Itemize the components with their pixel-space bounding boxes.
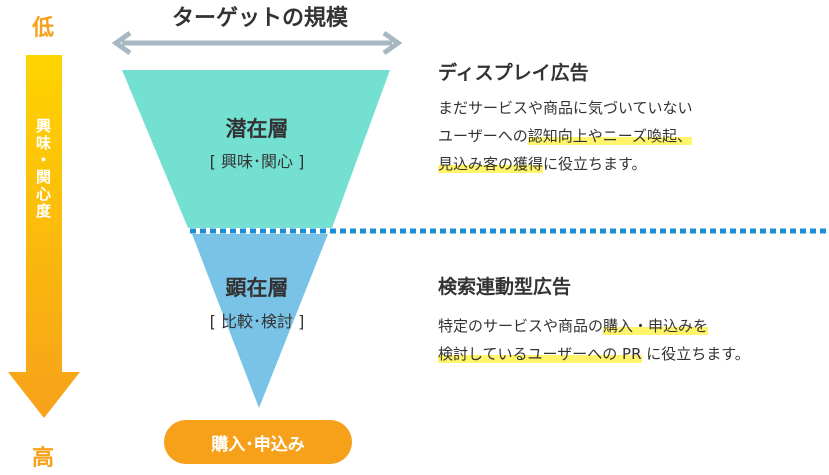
search-ad-line-1: 特定のサービスや商品の購入・申込みを <box>438 317 709 335</box>
search-ad-highlight-2: 検討しているユーザーへの PR <box>438 345 642 363</box>
upper-layer-name: 潜在層 <box>225 117 289 141</box>
display-ad-description: まだサービスや商品に気づいていない ユーザーへの認知向上やニーズ喚起、 見込み客… <box>438 94 693 178</box>
upper-layer-sub: [ 興味･関心 ] <box>209 152 305 171</box>
lower-layer-sub: [ 比較･検討 ] <box>209 312 305 331</box>
target-scale-arrow <box>111 30 403 56</box>
funnel-upper-layer <box>122 70 390 228</box>
search-ad-highlight-1: 購入・申込みを <box>603 317 709 335</box>
purchase-pill-label: 購入･申込み <box>211 434 305 455</box>
purchase-pill: 購入･申込み <box>164 420 352 464</box>
display-ad-highlight-2: 見込み客の獲得 <box>438 155 544 173</box>
display-ad-title: ディスプレイ広告 <box>438 62 589 84</box>
display-ad-line-2: ユーザーへの認知向上やニーズ喚起、 <box>438 127 692 145</box>
search-ad-line-2: 検討しているユーザーへの PR に役立ちます。 <box>438 345 750 363</box>
search-ad-title: 検索連動型広告 <box>438 276 572 298</box>
interest-high-label: 高 <box>31 446 54 471</box>
display-ad-line-3: 見込み客の獲得に役立ちます。 <box>438 155 647 173</box>
search-ad-description: 特定のサービスや商品の購入・申込みを 検討しているユーザーへの PR に役立ちま… <box>438 312 750 368</box>
interest-arrow <box>8 55 80 418</box>
display-ad-line-1: まだサービスや商品に気づいていない <box>438 99 693 117</box>
target-scale-title: ターゲットの規模 <box>171 6 348 31</box>
funnel-lower-layer <box>192 234 328 408</box>
interest-low-label: 低 <box>31 16 54 41</box>
lower-layer-name: 顕在層 <box>225 276 289 300</box>
display-ad-highlight-1: 認知向上やニーズ喚起、 <box>527 127 692 145</box>
interest-axis-label: 興味・関心度 <box>34 118 52 220</box>
